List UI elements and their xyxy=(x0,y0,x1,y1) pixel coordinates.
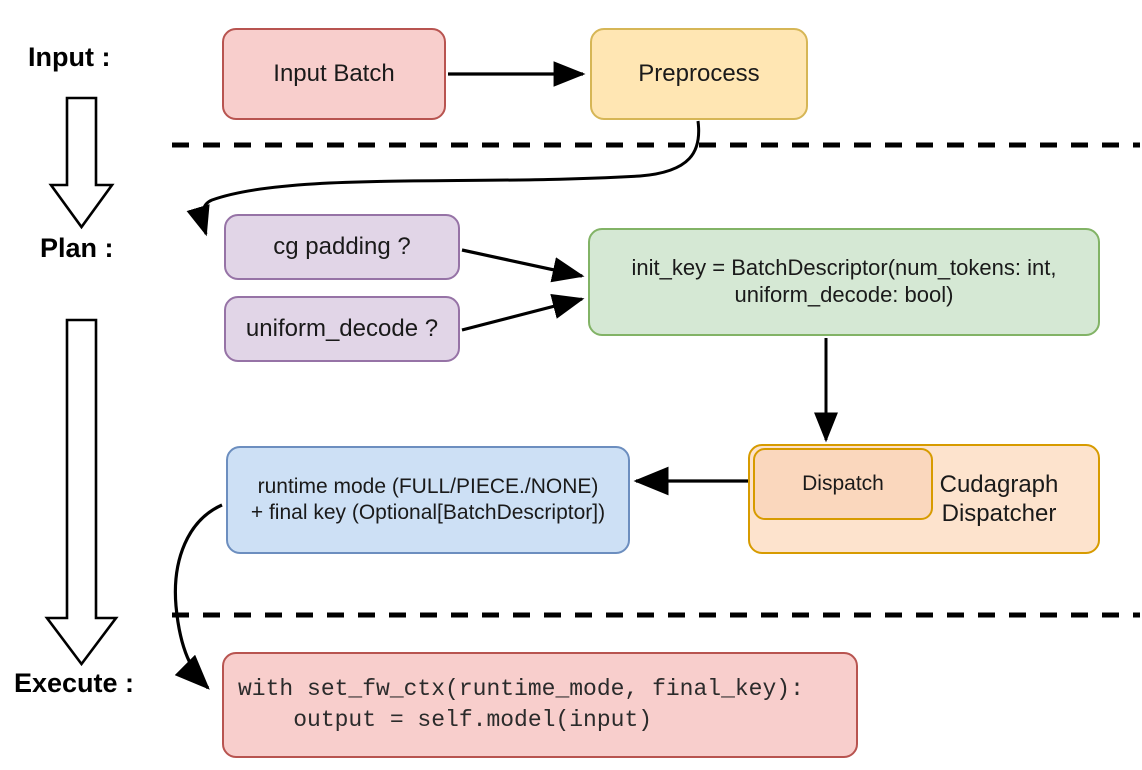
node-preprocess-label: Preprocess xyxy=(638,60,760,88)
node-runtime-mode-line2: + final key (Optional[BatchDescriptor]) xyxy=(250,501,606,524)
node-init-key-line2: uniform_decode: bool) xyxy=(734,282,954,307)
block-arrow-input-to-plan xyxy=(48,96,115,230)
node-runtime-mode-line1: runtime mode (FULL/PIECE./NONE) xyxy=(257,475,599,499)
node-execute-code-text: with set_fw_ctx(runtime_mode, final_key)… xyxy=(238,674,804,736)
node-runtime-mode[interactable]: runtime mode (FULL/PIECE./NONE) + final … xyxy=(226,446,630,554)
node-runtime-mode-text: runtime mode (FULL/PIECE./NONE) + final … xyxy=(251,474,605,525)
node-input-batch[interactable]: Input Batch xyxy=(222,28,446,120)
node-execute-code-line2: output = self.model(input) xyxy=(238,707,653,733)
node-cudagraph-dispatcher-label: Cudagraph Dispatcher xyxy=(939,470,1059,527)
arrow-uniform-decode-to-init-key xyxy=(461,293,585,332)
stage-label-plan: Plan : xyxy=(40,233,114,263)
node-cg-padding-label: cg padding ? xyxy=(273,233,411,261)
node-execute-code-line1: with set_fw_ctx(runtime_mode, final_key)… xyxy=(238,675,804,702)
stage-label-input: Input : xyxy=(28,42,111,72)
node-preprocess[interactable]: Preprocess xyxy=(590,28,808,120)
arrow-cg-padding-to-init-key xyxy=(461,248,585,283)
node-dispatch[interactable]: Dispatch xyxy=(753,448,933,520)
node-input-batch-label: Input Batch xyxy=(273,60,395,88)
node-uniform-decode[interactable]: uniform_decode ? xyxy=(224,296,460,362)
arrow-runtime-mode-to-code xyxy=(173,503,223,690)
node-cg-padding[interactable]: cg padding ? xyxy=(224,214,460,280)
node-init-key-line1: init_key = BatchDescriptor(num_tokens: i… xyxy=(631,255,1057,281)
node-init-key-text: init_key = BatchDescriptor(num_tokens: i… xyxy=(632,255,1057,309)
node-uniform-decode-label: uniform_decode ? xyxy=(245,315,439,343)
node-dispatch-label: Dispatch xyxy=(802,472,884,496)
stage-label-execute: Execute : xyxy=(14,668,135,698)
node-init-key[interactable]: init_key = BatchDescriptor(num_tokens: i… xyxy=(588,228,1100,336)
node-execute-code[interactable]: with set_fw_ctx(runtime_mode, final_key)… xyxy=(222,652,858,758)
block-arrow-plan-to-execute xyxy=(44,318,119,667)
